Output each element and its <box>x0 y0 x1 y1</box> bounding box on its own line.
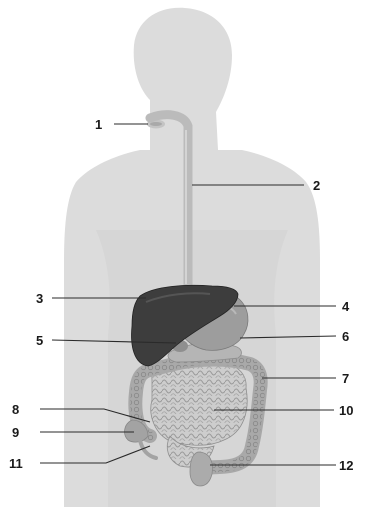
label-12: 12 <box>339 458 353 473</box>
head-neck-shape <box>134 8 232 150</box>
label-5: 5 <box>36 333 43 348</box>
label-9: 9 <box>12 425 19 440</box>
label-1: 1 <box>95 117 102 132</box>
lips-shape <box>150 122 162 126</box>
label-2: 2 <box>313 178 320 193</box>
label-8: 8 <box>12 402 19 417</box>
label-7: 7 <box>342 371 349 386</box>
rectum-shape <box>190 452 212 486</box>
label-10: 10 <box>339 403 353 418</box>
label-6: 6 <box>342 329 349 344</box>
label-3: 3 <box>36 291 43 306</box>
label-4: 4 <box>342 299 350 314</box>
label-11: 11 <box>9 456 23 471</box>
